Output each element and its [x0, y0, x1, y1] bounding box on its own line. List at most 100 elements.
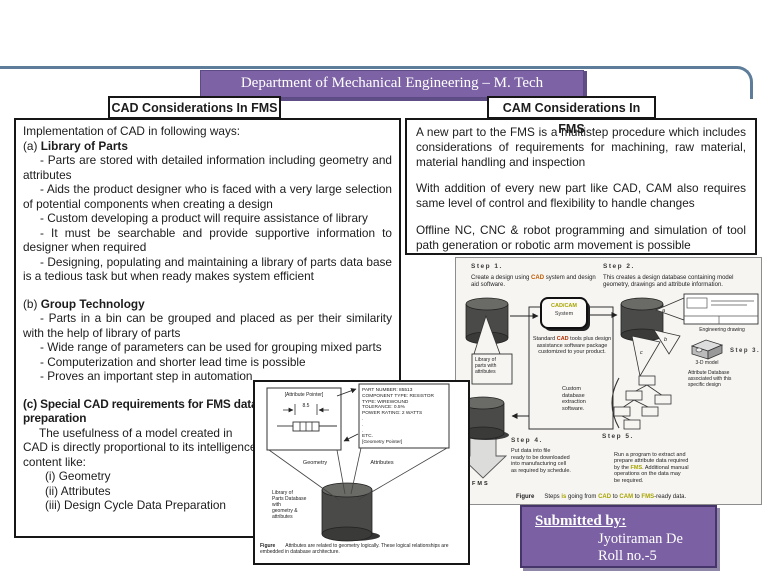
submitted-label: Submitted by:	[535, 513, 627, 529]
parts-library-label: Library of parts with attributes	[475, 357, 497, 375]
attr-line: ETC.	[362, 434, 373, 440]
cad-a-bullet-2: - Aids the product designer who is faced…	[23, 182, 392, 211]
cap-part: -ready data.	[654, 494, 687, 500]
step1-post: system and design aid software.	[471, 275, 596, 289]
cadcam-system-label: System	[554, 311, 574, 317]
std-highlight: CAD	[556, 336, 569, 342]
cad-c-item-3: (iii) Design Cycle Data Preparation	[45, 498, 226, 512]
cap-highlight: CAD	[598, 494, 612, 500]
cad-intro: Implementation of CAD in following ways:	[23, 124, 241, 138]
attribute-pointer-arrow	[336, 388, 357, 397]
attribute-tree-icon	[611, 375, 672, 430]
cad-a-bullet-5: - Designing, populating and maintaining …	[23, 254, 392, 284]
parts-db-cylinder-icon	[321, 482, 373, 542]
cad-a-label: (a)	[23, 138, 38, 153]
dimension-label: 8.5	[302, 403, 310, 409]
engineering-drawing-icon	[683, 293, 759, 325]
cad-c-item-1: (i) Geometry	[45, 469, 111, 483]
geometry-box	[266, 387, 342, 451]
cad-b-bullet-1: - Parts in a bin can be grouped and plac…	[23, 311, 392, 340]
cad-c-section: (c) Special CAD requirements for FMS dat…	[23, 397, 259, 513]
cadcam-label: CAD/CAM	[551, 303, 577, 309]
cad-a-title-text: Library of Parts	[40, 138, 128, 153]
library-label-box	[471, 353, 513, 385]
cad-c-item-2: (ii) Attributes	[45, 483, 111, 498]
cad-b-label: (b)	[23, 296, 38, 311]
top-frame-rule	[0, 66, 753, 99]
cap-part: to	[633, 494, 642, 500]
step1-pre: Create a design using	[471, 275, 532, 281]
engineering-drawing-label: Engineering drawing	[699, 327, 745, 333]
attr-line: TYPE: WIREWOUND	[362, 399, 409, 405]
step2-label: Step 2.	[603, 263, 635, 270]
step2-text: This creates a design database containin…	[603, 275, 734, 289]
cad-section-heading: CAD Considerations In FMS	[108, 96, 281, 119]
attr-line: PART NUMBER: 85513	[362, 388, 413, 393]
callout-a-label: a	[662, 308, 666, 314]
cam-paragraph-2: With addition of every new part like CAD…	[416, 181, 746, 211]
cam-panel: A new part to the FMS is a multistep pro…	[405, 118, 757, 255]
custom-db-label: Custom database extraction software.	[562, 386, 586, 412]
3d-model-icon	[690, 339, 724, 360]
cap-part: to	[611, 494, 620, 500]
callout-c-label: c	[640, 350, 643, 356]
standard-tools-text: Standard CAD tools plus design assistanc…	[532, 336, 612, 356]
step5-text: Run a program to extract and prepare att…	[614, 445, 754, 485]
parts-figure-graphics	[266, 383, 450, 542]
cad-a-bullet-3: - Custom developing a product will requi…	[40, 211, 368, 225]
page-title: Department of Mechanical Engineering – M…	[200, 70, 584, 116]
step1-label: Step 1.	[471, 263, 503, 270]
attr-line: .	[362, 416, 364, 422]
cad-b-title-text: Group Technology	[40, 296, 145, 311]
cadcam-system-box	[540, 297, 588, 329]
cap-highlight: is	[561, 494, 567, 500]
cad-b-title: (b) Group Technology	[23, 297, 392, 312]
cad-c-title: (c) Special CAD requirements for FMS dat…	[23, 397, 259, 426]
attr-line: .	[362, 428, 364, 434]
step5-highlight: FMS	[630, 464, 643, 471]
attr-line: COMPONENT TYPE: RESISTOR	[362, 393, 434, 399]
cam-paragraph-1: A new part to the FMS is a multistep pro…	[416, 125, 746, 169]
fms-label: FMS	[472, 481, 490, 487]
step1-text: Create a design using CAD system and des…	[471, 275, 597, 289]
cap-part: Steps	[544, 494, 562, 500]
attribute-database-label: Attribute Database associated with this …	[688, 370, 732, 388]
step1-highlight: CAD	[531, 275, 545, 281]
attribute-lines: PART NUMBER: 85513 COMPONENT TYPE: RESIS…	[362, 388, 446, 446]
attributes-label: Attributes	[370, 460, 394, 466]
step4-text: Put data into file ready to be downloade…	[511, 448, 571, 474]
cad-panel: Implementation of CAD in following ways:…	[14, 118, 401, 538]
cam-section-heading: CAM Considerations In FMS	[487, 96, 656, 136]
cad-cam-fms-steps-figure: Step 1. Create a design using CAD system…	[455, 257, 762, 505]
3d-model-label: 3-D model	[695, 360, 719, 366]
callout-b-label: b	[664, 337, 668, 343]
geometry-label: Geometry	[302, 460, 328, 466]
step5-label: Step 5.	[602, 433, 634, 440]
cap-highlight: CAM	[619, 494, 634, 500]
parts-database-figure: [Attribute Pointer] 8.5 PART NUMBER: 855…	[253, 380, 470, 565]
cad-a-bullet-4: - It must be searchable and provide supp…	[23, 225, 392, 255]
attributes-box	[358, 383, 450, 449]
step5-pre: Run a program to extract and prepare att…	[614, 451, 689, 471]
attr-line: TOLERANCE: 0.5%	[362, 405, 405, 411]
attribute-pointer-label: [Attribute Pointer]	[284, 392, 324, 398]
cap-highlight: FMS	[641, 494, 655, 500]
callout-b-triangle	[653, 329, 681, 355]
attr-line: .	[362, 422, 364, 428]
cad-b-bullet-3: - Computerization and shorter lead time …	[40, 354, 306, 369]
caption-text: Attributes are related to geometry logic…	[260, 543, 449, 555]
step3-label: Step 3.	[730, 348, 761, 354]
cad-c-title-text: Special CAD requirements for FMS data pr…	[23, 396, 258, 426]
std-pre: Standard	[532, 336, 557, 342]
callout-c-triangle	[631, 335, 661, 378]
caption-label: Figure	[516, 494, 535, 500]
step4-label: Step 4.	[511, 437, 543, 444]
steps-figure-graphics	[458, 293, 759, 479]
cad-a-title: (a) Library of Parts	[23, 139, 392, 154]
cad-c-label: (c)	[23, 396, 37, 411]
cap-part: going from	[566, 494, 599, 500]
attr-line: [Geometry Pointer]	[362, 440, 403, 446]
